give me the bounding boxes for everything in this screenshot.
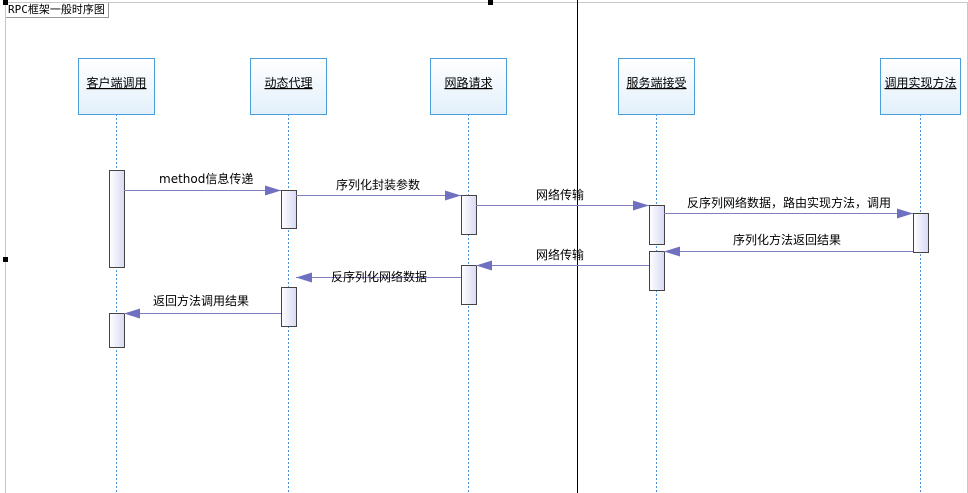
activation-bar-server [649, 251, 665, 291]
arrow-head [265, 185, 281, 196]
participant-client[interactable]: 客户端调用 [78, 58, 155, 115]
message-2: 序列化封装参数 [296, 177, 461, 201]
selection-handle[interactable] [3, 0, 8, 5]
message-label: 网络传输 [536, 247, 584, 262]
participant-label: 动态代理 [264, 76, 312, 90]
participant-proxy[interactable]: 动态代理 [250, 58, 327, 115]
activation-bar-client [109, 170, 125, 268]
activation-bar-server [649, 205, 665, 245]
activation-bar-network [461, 265, 477, 305]
message-label: 序列化封装参数 [336, 177, 420, 192]
participant-box [430, 58, 507, 115]
message-5: 序列化方法返回结果 [664, 232, 913, 257]
arrow-head [445, 190, 461, 201]
activation-bar-proxy [281, 287, 297, 327]
message-label: 反序列化网络数据 [331, 269, 427, 284]
message-label: 返回方法调用结果 [153, 293, 249, 308]
arrow-head [897, 208, 913, 219]
participant-label: 网路请求 [444, 75, 492, 90]
message-label: 网络传输 [536, 187, 584, 202]
participant-box [880, 58, 961, 115]
participant-impl[interactable]: 调用实现方法 [880, 58, 961, 115]
arrow-head [296, 272, 312, 283]
participant-box [78, 58, 155, 115]
participant-label: 客户端调用 [86, 75, 146, 90]
selection-handle[interactable] [488, 0, 493, 5]
participant-network[interactable]: 网路请求 [430, 58, 507, 115]
message-6: 网络传输 [476, 247, 649, 271]
participant-label: 服务端接受 [626, 75, 686, 90]
message-3: 网络传输 [476, 187, 649, 211]
arrow-head [124, 308, 140, 319]
selection-handle[interactable] [3, 257, 8, 262]
message-label: method信息传递 [159, 171, 253, 186]
arrow-head [476, 260, 492, 271]
message-1: method信息传递 [124, 171, 281, 196]
message-8: 返回方法调用结果 [124, 293, 281, 319]
participant-box [618, 58, 695, 115]
participant-server[interactable]: 服务端接受 [618, 58, 695, 115]
activation-bar-impl [913, 213, 929, 253]
frame-title: RPC框架一般时序图 [5, 2, 109, 18]
message-label: 序列化方法返回结果 [733, 232, 841, 247]
participant-box [250, 58, 327, 115]
message-label: 反序列网络数据，路由实现方法，调用 [687, 195, 891, 210]
arrow-head [633, 200, 649, 211]
arrow-head [664, 246, 680, 257]
message-4: 反序列网络数据，路由实现方法，调用 [664, 195, 913, 219]
activation-bar-network [461, 195, 477, 235]
activation-bar-proxy [281, 190, 297, 229]
participant-label: 调用实现方法 [884, 75, 956, 90]
message-7: 反序列化网络数据 [296, 269, 461, 284]
activation-bar-client [109, 313, 125, 348]
